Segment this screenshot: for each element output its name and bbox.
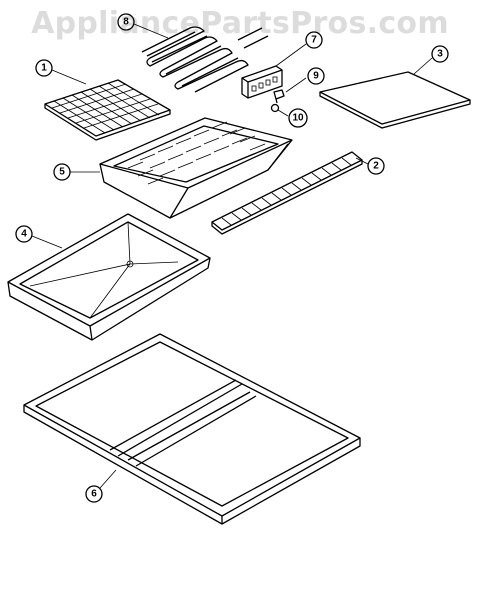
svg-text:2: 2 [373, 161, 379, 172]
svg-text:7: 7 [311, 35, 317, 46]
grease-pan[interactable] [7, 213, 211, 341]
callout-5[interactable]: 5 [53, 163, 71, 181]
nut[interactable] [270, 103, 280, 113]
watermark: AppliancePartsPros.com [31, 6, 449, 41]
callout-3[interactable]: 3 [431, 45, 449, 63]
svg-text:4: 4 [21, 229, 27, 240]
svg-text:9: 9 [313, 71, 319, 82]
grill-tray[interactable] [99, 117, 293, 219]
cover-plate[interactable] [319, 71, 471, 129]
rock-grate[interactable] [211, 151, 363, 235]
element-block[interactable] [241, 65, 283, 99]
svg-text:8: 8 [123, 17, 129, 28]
svg-text:6: 6 [91, 489, 97, 500]
callout-2[interactable]: 2 [367, 157, 385, 175]
svg-text:10: 10 [292, 113, 304, 124]
grill-grate[interactable] [44, 79, 171, 141]
callout-7[interactable]: 7 [305, 31, 323, 49]
heating-element[interactable] [141, 26, 269, 93]
callout-1[interactable]: 1 [35, 59, 53, 77]
callout-8[interactable]: 8 [117, 13, 135, 31]
screw[interactable] [273, 89, 285, 104]
callout-9[interactable]: 9 [307, 67, 325, 85]
callout-4[interactable]: 4 [15, 225, 33, 243]
frame[interactable] [23, 333, 361, 525]
svg-text:3: 3 [437, 49, 443, 60]
svg-text:1: 1 [41, 63, 47, 74]
leader-lines [31, 23, 433, 489]
callout-6[interactable]: 6 [85, 485, 103, 503]
callout-10[interactable]: 10 [288, 108, 308, 128]
svg-text:5: 5 [59, 167, 65, 178]
